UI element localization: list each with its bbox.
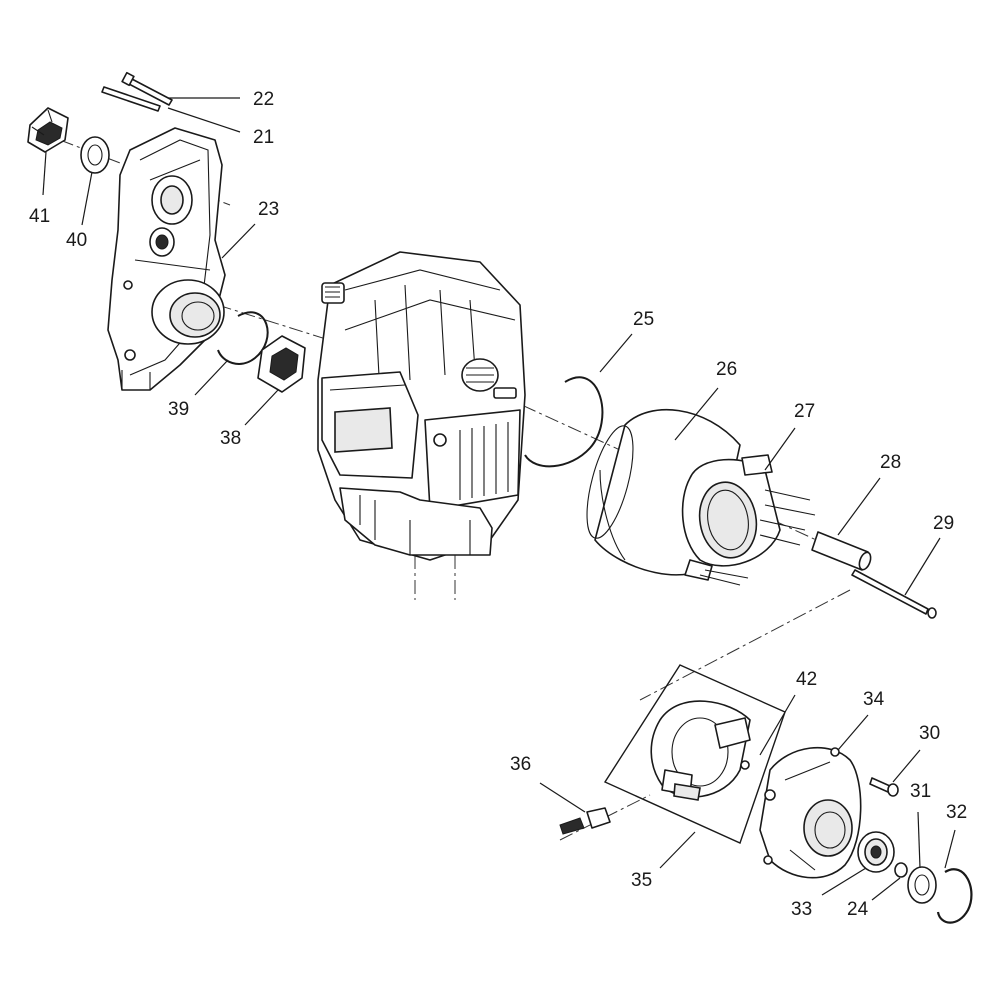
- part-32-circlip: [936, 868, 973, 924]
- leader-lines: [42, 97, 956, 901]
- part-41-needle-bearing: [27, 107, 69, 153]
- part-28-tube: [811, 531, 872, 571]
- part-33-ball-bearing: [857, 831, 895, 873]
- part-24-small-ring: [894, 862, 908, 878]
- callout-35: 35: [631, 870, 652, 891]
- part-34-end-housing: [759, 746, 862, 879]
- callout-34: 34: [863, 689, 885, 710]
- callout-21: 21: [253, 127, 274, 148]
- callout-39: 39: [168, 399, 189, 420]
- callout-40: 40: [66, 230, 87, 251]
- callout-31: 31: [910, 781, 931, 802]
- callout-36: 36: [510, 754, 531, 775]
- motor-body: [317, 251, 526, 561]
- callout-28: 28: [880, 452, 901, 473]
- callout-22: 22: [253, 89, 274, 110]
- part-36-brush: [559, 807, 611, 835]
- callout-23: 23: [258, 199, 279, 220]
- part-40-washer: [80, 136, 110, 174]
- callout-32: 32: [946, 802, 967, 823]
- callout-29: 29: [933, 513, 954, 534]
- part-35-brush-plate: [603, 664, 786, 844]
- part-21-22-pins: [101, 71, 173, 112]
- callout-33: 33: [791, 899, 812, 920]
- part-25-ring: [524, 376, 604, 468]
- part-29-long-bolt: [851, 569, 937, 619]
- callout-26: 26: [716, 359, 737, 380]
- part-23-gear-housing: [107, 127, 226, 391]
- part-31-washer: [907, 866, 937, 904]
- callout-42: 42: [796, 669, 817, 690]
- callout-41: 41: [29, 206, 50, 227]
- callout-24: 24: [847, 899, 869, 920]
- part-39-retaining-ring: [217, 311, 269, 365]
- part-38-needle-bearing: [257, 335, 306, 393]
- callouts: 22 21 41 40 23 39 38 25 26 27 28 29 42 3…: [29, 89, 967, 920]
- callout-25: 25: [633, 309, 654, 330]
- part-27-stator-ring: [681, 454, 816, 586]
- callout-30: 30: [919, 723, 940, 744]
- callout-27: 27: [794, 401, 815, 422]
- callout-38: 38: [220, 428, 241, 449]
- part-30-screw: [869, 777, 899, 797]
